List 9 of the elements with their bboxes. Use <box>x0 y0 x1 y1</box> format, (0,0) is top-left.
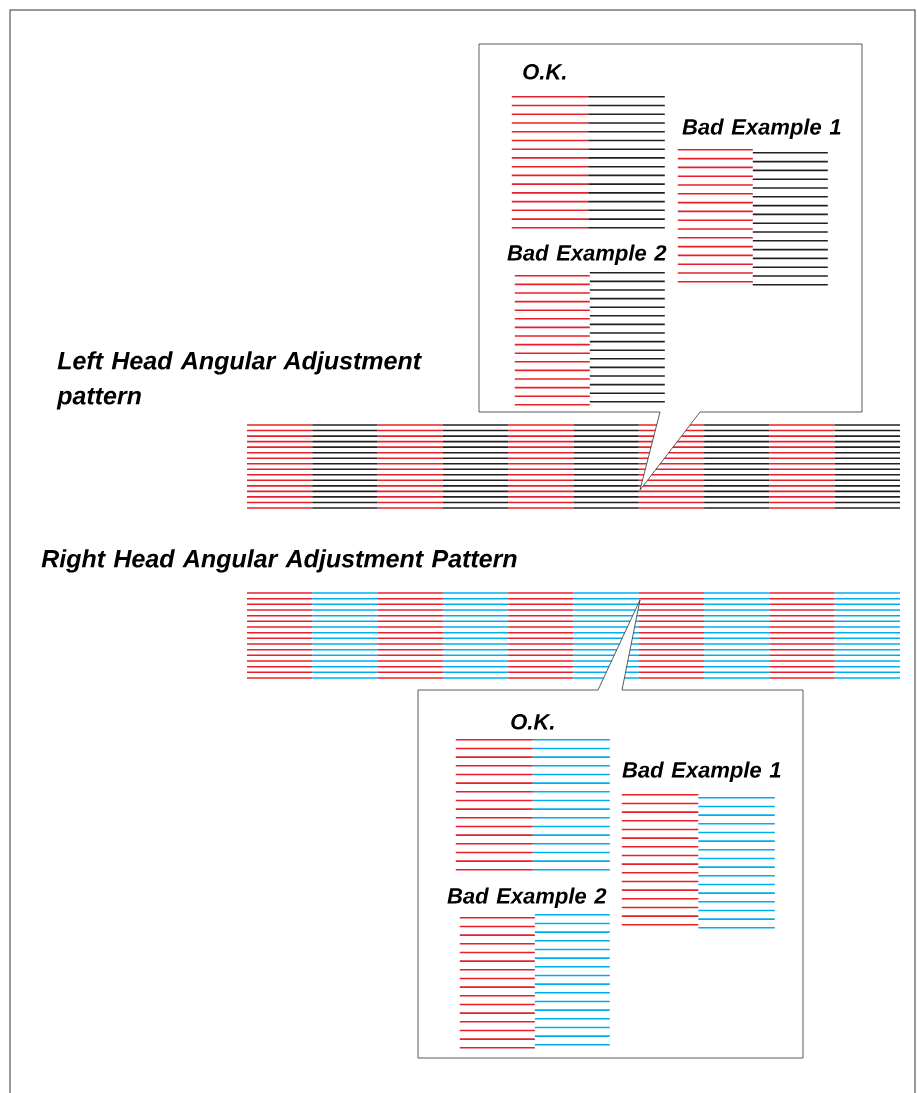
pattern-title: Left Head Angular Adjustment pattern <box>56 351 422 410</box>
pattern-title: Right Head Angular Adjustment Pattern <box>41 549 517 573</box>
pattern-heading: Bad Example 1 <box>682 118 841 140</box>
callout-box <box>478 43 863 491</box>
pattern-heading: Bad Example 2 <box>507 244 667 266</box>
pattern-heading: Bad Example 1 <box>622 761 781 783</box>
pattern-heading: O.K. <box>511 714 554 730</box>
pattern-heading: Bad Example 2 <box>447 887 607 909</box>
pattern-heading: O.K. <box>523 64 566 80</box>
